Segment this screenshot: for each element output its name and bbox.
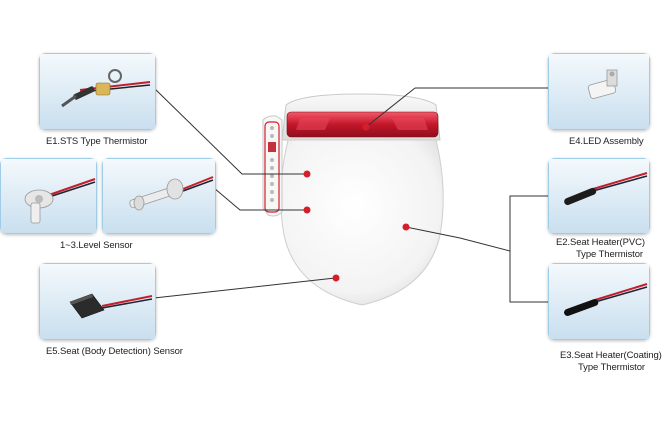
e3-label-line1: E3.Seat Heater(Coating) xyxy=(560,350,662,361)
e1-label: E1.STS Type Thermistor xyxy=(46,136,148,147)
e2-label-line2: Type Thermistor xyxy=(576,249,643,260)
level-sensor-label: 1~3.Level Sensor xyxy=(60,240,133,251)
e3-thumbnail xyxy=(548,263,650,340)
level-sensor-thumbnail-1 xyxy=(0,158,97,234)
e5-thumbnail xyxy=(39,263,156,340)
e4-label: E4.LED Assembly xyxy=(569,136,644,147)
level-sensor-thumbnail-2 xyxy=(102,158,216,234)
seat-lid xyxy=(280,139,444,306)
e2-label-line1: E2.Seat Heater(PVC) xyxy=(556,237,645,248)
e4-thumbnail xyxy=(548,53,650,130)
thermistor-clip-icon xyxy=(108,69,122,83)
e1-thumbnail xyxy=(39,53,156,130)
led-icon xyxy=(609,71,615,77)
e3-label-line2: Type Thermistor xyxy=(578,362,645,373)
e2-thumbnail xyxy=(548,158,650,234)
e5-label: E5.Seat (Body Detection) Sensor xyxy=(46,346,183,357)
